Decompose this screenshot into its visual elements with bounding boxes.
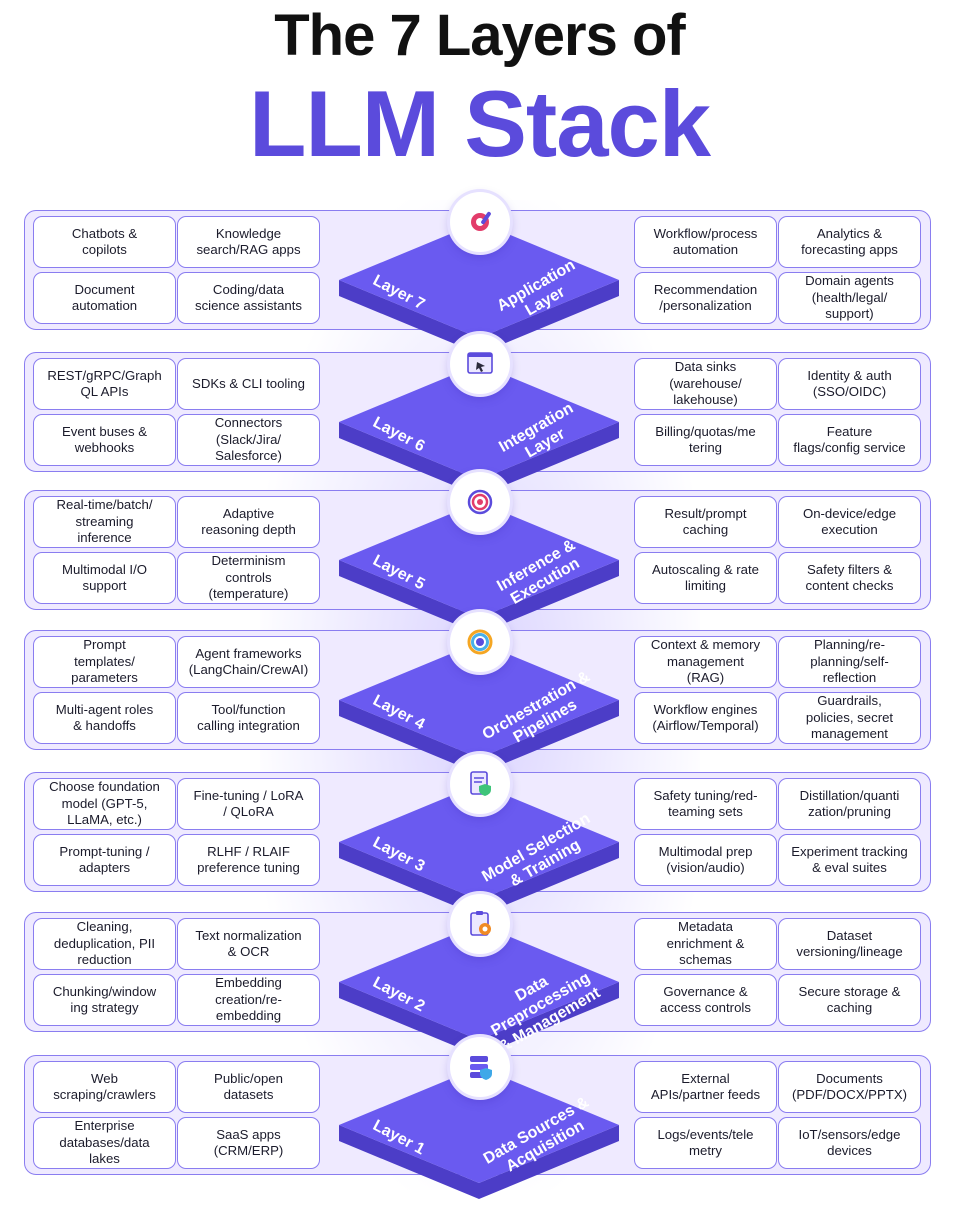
feature-box: Context & memory management (RAG) xyxy=(634,636,777,688)
feature-box: Connectors (Slack/Jira/ Salesforce) xyxy=(177,414,320,466)
database-shield-icon xyxy=(450,1037,510,1097)
rainbow-gear-icon xyxy=(450,612,510,672)
feature-box: Data sinks (warehouse/ lakehouse) xyxy=(634,358,777,410)
feature-box: Web scraping/crawlers xyxy=(33,1061,176,1113)
feature-box: Governance & access controls xyxy=(634,974,777,1026)
browser-cursor-icon xyxy=(450,334,510,394)
feature-box: Cleaning, deduplication, PII reduction xyxy=(33,918,176,970)
feature-box: SDKs & CLI tooling xyxy=(177,358,320,410)
document-shield-icon xyxy=(450,754,510,814)
slab-top xyxy=(339,502,619,618)
feature-box: Chatbots & copilots xyxy=(33,216,176,268)
feature-box: Distillation/quanti zation/pruning xyxy=(778,778,921,830)
title-line-1: The 7 Layers of xyxy=(274,3,685,68)
layer-slab-1 xyxy=(339,1067,619,1199)
feature-box: Autoscaling & rate limiting xyxy=(634,552,777,604)
feature-box: Recommendation /personalization xyxy=(634,272,777,324)
feature-box: Agent frameworks (LangChain/CrewAI) xyxy=(177,636,320,688)
feature-box: Workflow engines (Airflow/Temporal) xyxy=(634,692,777,744)
feature-box: Analytics & forecasting apps xyxy=(778,216,921,268)
feature-box: Prompt-tuning / adapters xyxy=(33,834,176,886)
feature-box: RLHF / RLAIF preference tuning xyxy=(177,834,320,886)
clipboard-gear-icon xyxy=(450,894,510,954)
feature-box: REST/gRPC/Graph QL APIs xyxy=(33,358,176,410)
feature-box: Planning/re- planning/self- reflection xyxy=(778,636,921,688)
feature-box: Billing/quotas/me tering xyxy=(634,414,777,466)
feature-box: Knowledge search/RAG apps xyxy=(177,216,320,268)
feature-box: Logs/events/tele metry xyxy=(634,1117,777,1169)
slab-top xyxy=(339,222,619,338)
feature-box: Determinism controls (temperature) xyxy=(177,552,320,604)
slab-top xyxy=(339,364,619,480)
feature-box: Fine-tuning / LoRA / QLoRA xyxy=(177,778,320,830)
feature-box: Prompt templates/ parameters xyxy=(33,636,176,688)
target-icon xyxy=(450,472,510,532)
feature-box: Workflow/process automation xyxy=(634,216,777,268)
feature-box: Coding/data science assistants xyxy=(177,272,320,324)
slab-top xyxy=(339,924,619,1040)
feature-box: Multi-agent roles & handoffs xyxy=(33,692,176,744)
feature-box: Dataset versioning/lineage xyxy=(778,918,921,970)
feature-box: Domain agents (health/legal/ support) xyxy=(778,272,921,324)
feature-box: Feature flags/config service xyxy=(778,414,921,466)
feature-box: Secure storage & caching xyxy=(778,974,921,1026)
feature-box: On-device/edge execution xyxy=(778,496,921,548)
feature-box: Embedding creation/re- embedding xyxy=(177,974,320,1026)
feature-box: Choose foundation model (GPT-5, LLaMA, e… xyxy=(33,778,176,830)
feature-box: Result/prompt caching xyxy=(634,496,777,548)
feature-box: Text normalization & OCR xyxy=(177,918,320,970)
feature-box: Public/open datasets xyxy=(177,1061,320,1113)
feature-box: Real-time/batch/ streaming inference xyxy=(33,496,176,548)
feature-box: Safety tuning/red- teaming sets xyxy=(634,778,777,830)
feature-box: Safety filters & content checks xyxy=(778,552,921,604)
feature-box: Adaptive reasoning depth xyxy=(177,496,320,548)
title-line-2: LLM Stack xyxy=(248,71,711,176)
feature-box: Document automation xyxy=(33,272,176,324)
slab-side xyxy=(339,1125,619,1199)
feature-box: Chunking/window ing strategy xyxy=(33,974,176,1026)
slab-top xyxy=(339,1067,619,1183)
feature-box: Experiment tracking & eval suites xyxy=(778,834,921,886)
feature-box: Enterprise databases/data lakes xyxy=(33,1117,176,1169)
feature-box: Multimodal I/O support xyxy=(33,552,176,604)
feature-box: Identity & auth (SSO/OIDC) xyxy=(778,358,921,410)
feature-box: Guardrails, policies, secret management xyxy=(778,692,921,744)
feature-box: SaaS apps (CRM/ERP) xyxy=(177,1117,320,1169)
feature-box: Metadata enrichment & schemas xyxy=(634,918,777,970)
feature-box: External APIs/partner feeds xyxy=(634,1061,777,1113)
slab-top xyxy=(339,784,619,900)
feature-box: Event buses & webhooks xyxy=(33,414,176,466)
slab-top xyxy=(339,642,619,758)
feature-box: IoT/sensors/edge devices xyxy=(778,1117,921,1169)
feature-box: Tool/function calling integration xyxy=(177,692,320,744)
feature-box: Multimodal prep (vision/audio) xyxy=(634,834,777,886)
gear-wrench-icon xyxy=(450,192,510,252)
feature-box: Documents (PDF/DOCX/PPTX) xyxy=(778,1061,921,1113)
